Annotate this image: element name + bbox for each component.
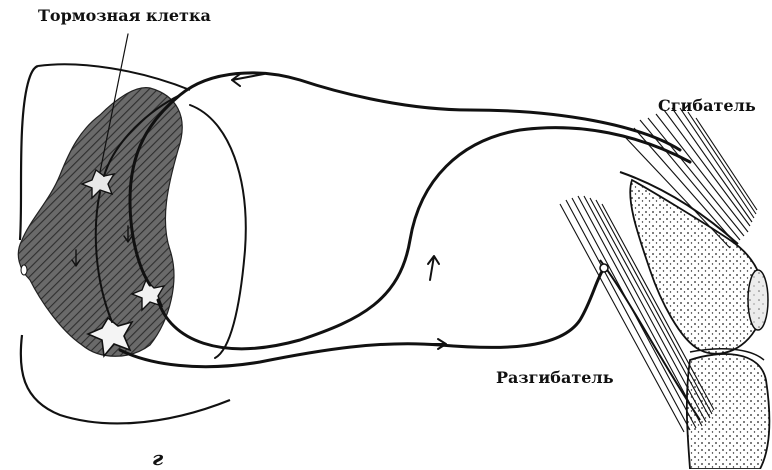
spinal-cord-outline-top xyxy=(20,66,38,240)
panel-letter: г xyxy=(152,446,163,470)
arrow-mid xyxy=(428,256,439,280)
femur-bone xyxy=(630,180,764,354)
efferent-to-flexor xyxy=(158,128,690,349)
arrow-top xyxy=(232,74,264,86)
afferent-fiber xyxy=(130,73,680,285)
gray-matter xyxy=(18,88,182,357)
label-flexor: Сгибатель xyxy=(658,96,756,115)
label-extensor: Разгибатель xyxy=(496,368,614,387)
spinal-cord-section xyxy=(18,64,230,423)
spinal-cord-outline-top-edge xyxy=(38,64,190,90)
central-canal xyxy=(21,265,27,275)
arrow-bottom xyxy=(408,339,446,349)
efferent-to-extensor xyxy=(120,268,604,367)
muscle-receptor xyxy=(600,264,608,272)
ventral-root-loop xyxy=(190,105,246,358)
label-inhibitory-cell: Тормозная клетка xyxy=(38,6,211,25)
limb xyxy=(560,108,769,469)
patella xyxy=(748,270,768,330)
tibia-bone xyxy=(687,354,770,469)
